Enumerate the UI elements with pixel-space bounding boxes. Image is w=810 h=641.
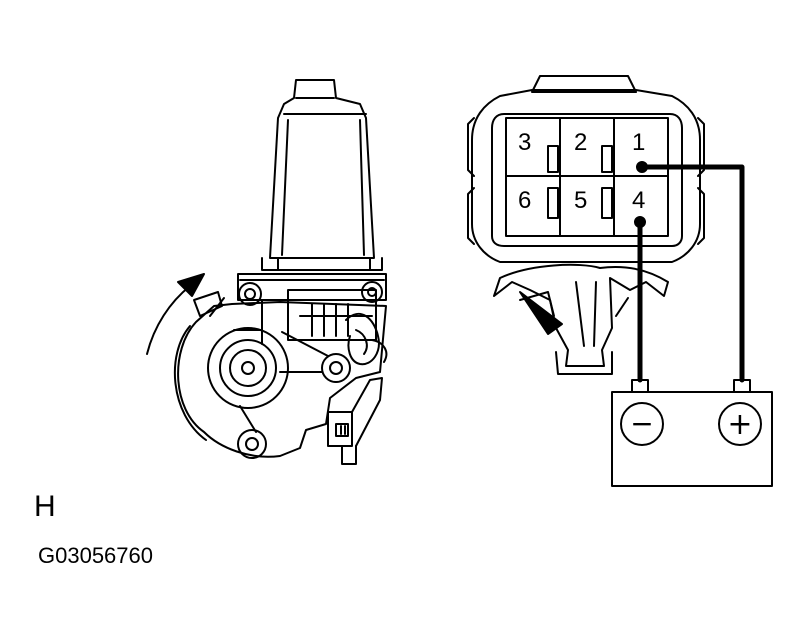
pin-label-2: 2 [574,129,587,156]
motor-cylinder [269,79,375,259]
battery [611,379,773,487]
negative-terminal-post [631,379,649,393]
battery-case [611,391,773,487]
positive-terminal-icon [718,402,762,446]
pin-1-junction [636,161,648,173]
connector-face [491,113,683,247]
figure-letter: H [34,490,56,523]
negative-symbol: − [630,407,653,440]
pin-label-1: 1 [632,129,645,156]
connector [467,75,705,375]
connector-shell [471,89,701,263]
rotation-direction-arrow [146,273,205,355]
negative-terminal-icon [620,402,664,446]
positive-terminal-post [733,379,751,393]
gear-housing [177,301,387,458]
output-shaft [207,327,289,409]
pin-label-6: 6 [518,187,531,214]
motor [173,79,388,465]
pin-label-4: 4 [632,187,645,214]
pin-label-3: 3 [518,129,531,156]
wire-positive [639,164,745,383]
pin-4-junction [634,216,646,228]
pin-label-5: 5 [574,187,587,214]
pin-numbers: 3 2 1 6 5 4 [518,129,645,214]
figure-code: G03056760 [38,543,153,568]
positive-symbol: + [727,407,752,442]
wires [637,164,745,383]
